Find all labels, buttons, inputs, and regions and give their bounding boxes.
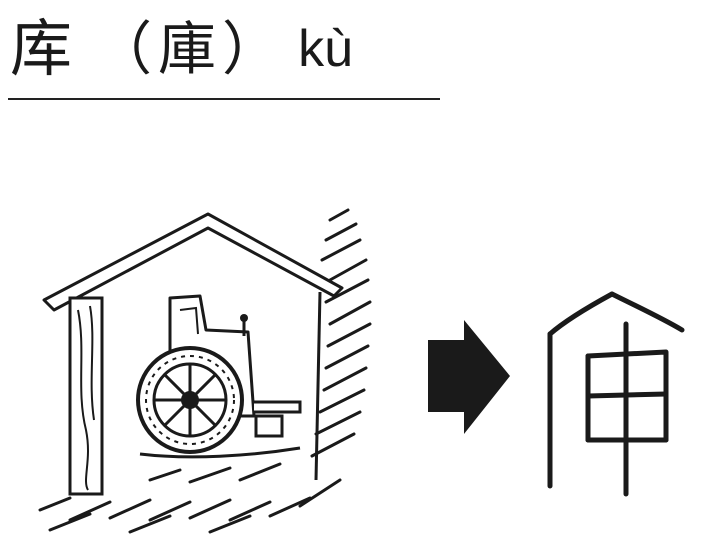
seal-script-character-icon: [547, 291, 685, 497]
simplified-character: 库: [10, 12, 73, 85]
close-parenthesis: ）: [222, 15, 281, 83]
open-parenthesis: （: [94, 15, 153, 83]
traditional-character: 庫: [158, 15, 217, 83]
carriage-in-shed-icon: [38, 208, 372, 534]
arrow-right-icon: [428, 320, 510, 434]
pinyin-reading: kù: [298, 20, 353, 78]
heading-underline: [8, 98, 440, 100]
character-heading: 库 （ 庫 ） kù: [10, 4, 353, 94]
